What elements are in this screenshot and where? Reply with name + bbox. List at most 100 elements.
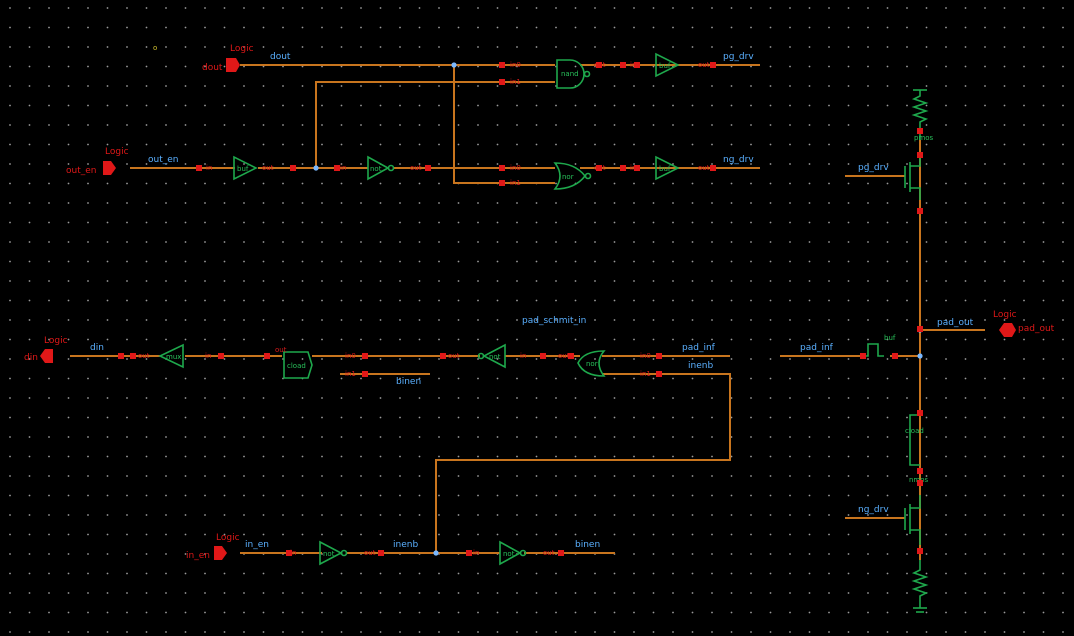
svg-text:not: not: [323, 550, 335, 558]
svg-text:buf: buf: [237, 165, 249, 173]
port-pad-out-tag: Logic: [993, 310, 1017, 320]
svg-text:in0: in0: [345, 352, 356, 360]
series-device[interactable]: cload: [905, 414, 924, 466]
svg-text:out: out: [543, 549, 555, 557]
net-label-pad-inf: pad_inf: [682, 343, 716, 353]
net-label-pg-drv: pg_drv: [723, 52, 754, 62]
buf-gate-pg[interactable]: buf: [655, 52, 680, 78]
port-dout[interactable]: dout Logic: [202, 44, 254, 73]
net-label-out-en: out_en: [148, 155, 178, 165]
origin-marker: o: [153, 44, 157, 52]
nand-gate[interactable]: nand: [556, 59, 591, 89]
svg-text:in0: in0: [640, 352, 651, 360]
svg-text:in1: in1: [510, 179, 521, 187]
svg-text:in1: in1: [345, 370, 356, 378]
svg-text:out: out: [698, 61, 710, 69]
svg-text:in: in: [340, 164, 346, 172]
not-gate-inenb[interactable]: not: [499, 540, 527, 566]
pull-down-resistor[interactable]: [911, 560, 929, 613]
svg-text:not: not: [370, 165, 382, 173]
svg-text:out: out: [698, 164, 710, 172]
svg-text:in: in: [630, 61, 636, 69]
svg-text:in: in: [205, 352, 211, 360]
nor-gate[interactable]: nor: [553, 162, 592, 190]
svg-text:buf: buf: [884, 334, 896, 342]
net-label-pg-drv-right: pg_drv: [858, 163, 889, 173]
port-out-en-label: out_en: [66, 166, 96, 176]
buf-gate-out-en[interactable]: buf: [233, 155, 258, 181]
svg-text:out: out: [410, 164, 422, 172]
svg-text:in: in: [290, 549, 296, 557]
svg-text:in0: in0: [510, 61, 521, 69]
svg-text:cload: cload: [287, 362, 306, 370]
svg-text:not: not: [489, 353, 501, 361]
port-din[interactable]: din Logic: [24, 336, 68, 363]
svg-text:mux: mux: [166, 353, 181, 361]
port-out-en-tag: Logic: [105, 147, 129, 157]
port-pad-out-icon: [999, 323, 1016, 337]
port-out-en-icon: [103, 161, 116, 175]
net-label-pad-out: pad_out: [937, 318, 974, 328]
port-in-en-tag: Logic: [216, 533, 240, 543]
svg-text:in1: in1: [640, 370, 651, 378]
svg-text:nor: nor: [586, 360, 598, 368]
port-dout-icon: [226, 58, 240, 72]
mux-gate[interactable]: mux: [158, 343, 184, 369]
port-in-en-icon: [214, 546, 227, 560]
net-label-pad-inf-right: pad_inf: [800, 343, 834, 353]
port-din-icon: [40, 349, 53, 363]
svg-text:out: out: [275, 346, 287, 354]
not-gate-out[interactable]: not: [367, 155, 395, 181]
svg-text:out: out: [262, 164, 274, 172]
svg-text:in: in: [630, 164, 636, 172]
schmitt-block[interactable]: buf: [864, 334, 896, 357]
port-pad-out[interactable]: pad_out Logic: [993, 310, 1055, 337]
svg-text:in1: in1: [510, 78, 521, 86]
net-label-din: din: [90, 343, 104, 353]
svg-text:nand: nand: [561, 70, 579, 78]
wires: [70, 64, 985, 560]
net-labels: dout pg_drv out_en ng_drv pad_schmit_in …: [90, 52, 974, 550]
port-pad-out-label: pad_out: [1018, 324, 1055, 334]
pin-markers: [118, 62, 923, 556]
port-in-en[interactable]: in_en Logic: [186, 533, 240, 561]
svg-text:in: in: [206, 164, 212, 172]
pull-up-resistor[interactable]: [911, 89, 929, 140]
net-label-binen-top: binen: [396, 377, 421, 387]
svg-text:buf: buf: [659, 62, 671, 70]
svg-text:buf: buf: [659, 165, 671, 173]
cload-block[interactable]: cload: [283, 351, 313, 379]
net-label-ng-drv-right: ng_drv: [858, 505, 889, 515]
svg-text:nor: nor: [562, 173, 574, 181]
net-label-inenb-top: inenb: [688, 361, 713, 371]
svg-text:pmos: pmos: [914, 134, 934, 142]
svg-text:out: out: [138, 352, 150, 360]
svg-text:in: in: [520, 352, 526, 360]
not-gate-in-en[interactable]: not: [319, 540, 348, 566]
port-din-tag: Logic: [44, 336, 68, 346]
port-in-en-label: in_en: [186, 551, 210, 561]
not-gate-in[interactable]: not: [477, 343, 506, 369]
net-label-inenb: inenb: [393, 540, 418, 550]
net-label-pad-schmit-in: pad_schmit_in: [522, 316, 586, 326]
net-label-ng-drv: ng_drv: [723, 155, 754, 165]
port-din-label: din: [24, 353, 38, 363]
pin-labels: in0 in1 out in out in out in out in0 in1…: [138, 61, 710, 557]
net-label-in-en: in_en: [245, 540, 269, 550]
buf-gate-ng[interactable]: buf: [655, 155, 680, 181]
svg-text:in: in: [473, 549, 479, 557]
svg-text:in0: in0: [510, 164, 521, 172]
svg-text:cload: cload: [905, 427, 924, 435]
net-label-binen: binen: [575, 540, 600, 550]
port-out-en[interactable]: out_en Logic: [66, 147, 129, 176]
net-label-dout: dout: [270, 52, 291, 62]
svg-text:out: out: [448, 352, 460, 360]
nor-gate-in[interactable]: nor: [577, 350, 606, 377]
port-dout-label: dout: [202, 63, 223, 73]
svg-text:out: out: [558, 352, 570, 360]
svg-text:out: out: [364, 549, 376, 557]
port-dout-tag: Logic: [230, 44, 254, 54]
svg-text:not: not: [503, 550, 515, 558]
